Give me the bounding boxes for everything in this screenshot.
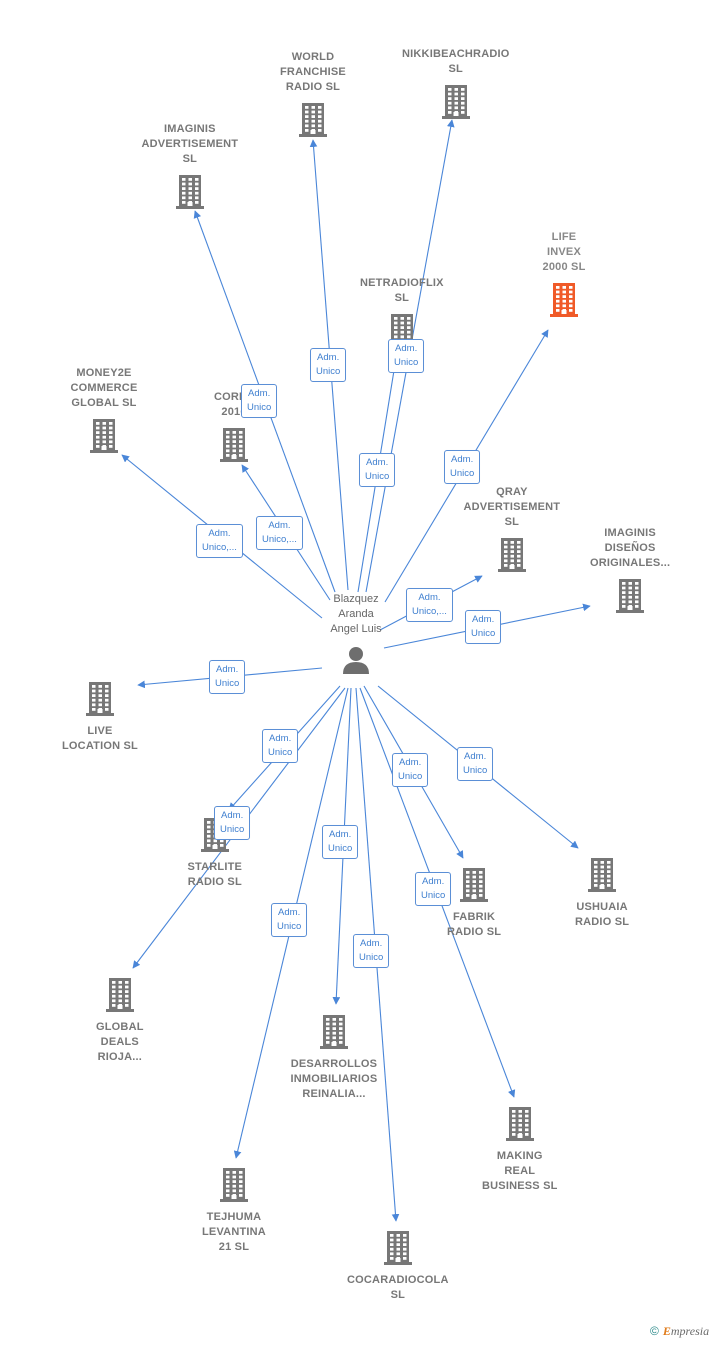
building-icon — [441, 85, 470, 119]
company-label: QRAY ADVERTISEMENT SL — [463, 486, 561, 528]
company-label: DESARROLLOS INMOBILIARIOS REINALIA... — [290, 1058, 378, 1100]
person-node[interactable]: Blazquez Aranda Angel Luis — [316, 592, 396, 675]
relation-tag-imaginis-disenos[interactable]: Adm. Unico — [465, 610, 502, 644]
building-icon — [319, 1015, 348, 1049]
company-label: COCARADIOCOLA SL — [347, 1274, 449, 1301]
relation-tag-money2e-commerce-global[interactable]: Adm. Unico,... — [196, 524, 243, 558]
company-label: FABRIK RADIO SL — [447, 911, 502, 938]
company-label: IMAGINIS DISEÑOS ORIGINALES... — [590, 527, 671, 569]
relation-tag-fabrik-radio[interactable]: Adm. Unico — [392, 753, 429, 787]
relation-tag-desarrollos-inmobiliarios[interactable]: Adm. Unico — [322, 825, 359, 859]
building-icon — [616, 579, 645, 613]
relation-tag-nikkibeachradio[interactable]: Adm. Unico — [388, 339, 425, 373]
company-node-ushuaia-radio[interactable]: USHUAIA RADIO SL — [575, 856, 629, 930]
person-icon — [343, 647, 369, 674]
relation-tag-corkl-2016[interactable]: Adm. Unico,... — [256, 516, 303, 550]
company-label: STARLITE RADIO SL — [187, 861, 243, 888]
building-icon — [588, 858, 617, 892]
relation-tag-global-deals-rioja[interactable]: Adm. Unico — [214, 806, 251, 840]
company-node-desarrollos-inmobiliarios[interactable]: DESARROLLOS INMOBILIARIOS REINALIA... — [291, 1013, 378, 1102]
company-label: NIKKIBEACHRADIO SL — [402, 48, 510, 75]
company-node-life-invex-2000[interactable]: LIFE INVEX 2000 SL — [543, 230, 586, 317]
relation-tag-netradioflix[interactable]: Adm. Unico — [359, 453, 396, 487]
company-node-tejhuma-levantina-21[interactable]: TEJHUMA LEVANTINA 21 SL — [202, 1166, 266, 1255]
company-node-imaginis-advertisement[interactable]: IMAGINIS ADVERTISEMENT SL — [142, 122, 239, 209]
building-icon — [90, 419, 118, 453]
company-label: TEJHUMA LEVANTINA 21 SL — [202, 1211, 266, 1253]
building-icon — [460, 868, 489, 902]
brand-name: mpresia — [670, 1324, 710, 1338]
company-node-making-real-business[interactable]: MAKING REAL BUSINESS SL — [482, 1105, 558, 1194]
relation-tag-qray-advertisement[interactable]: Adm. Unico,... — [406, 588, 453, 622]
company-label: USHUAIA RADIO SL — [575, 901, 630, 928]
relation-tag-ushuaia-radio[interactable]: Adm. Unico — [457, 747, 494, 781]
company-label: NETRADIOFLIX SL — [360, 277, 444, 304]
relation-tag-tejhuma-levantina-21[interactable]: Adm. Unico — [271, 903, 308, 937]
relation-tag-live-location[interactable]: Adm. Unico — [209, 660, 246, 694]
relation-tag-imaginis-advertisement[interactable]: Adm. Unico — [241, 384, 278, 418]
company-node-netradioflix[interactable]: NETRADIOFLIX SL — [360, 276, 444, 348]
relation-tag-cocaradiocola[interactable]: Adm. Unico — [353, 934, 390, 968]
company-label: WORLD FRANCHISE RADIO SL — [280, 51, 346, 93]
footer-brand[interactable]: ©Empresia — [650, 1324, 709, 1339]
company-node-world-franchise-radio[interactable]: WORLD FRANCHISE RADIO SL — [280, 50, 346, 137]
person-name: Blazquez Aranda Angel Luis — [330, 593, 382, 635]
company-node-imaginis-disenos[interactable]: IMAGINIS DISEÑOS ORIGINALES... — [590, 526, 670, 613]
relation-tag-starlite-radio[interactable]: Adm. Unico — [262, 729, 299, 763]
company-label: MAKING REAL BUSINESS SL — [482, 1150, 558, 1192]
company-label: IMAGINIS ADVERTISEMENT SL — [141, 123, 239, 165]
relation-tag-world-franchise-radio[interactable]: Adm. Unico — [310, 348, 347, 382]
company-node-live-location[interactable]: LIVE LOCATION SL — [62, 680, 138, 754]
building-icon — [505, 1107, 534, 1141]
company-node-cocaradiocola[interactable]: COCARADIOCOLA SL — [347, 1229, 449, 1303]
building-icon — [497, 538, 526, 572]
company-node-qray-advertisement[interactable]: QRAY ADVERTISEMENT SL — [464, 485, 561, 572]
company-node-nikkibeachradio[interactable]: NIKKIBEACHRADIO SL — [402, 47, 510, 119]
company-node-money2e-commerce-global[interactable]: MONEY2E COMMERCE GLOBAL SL — [71, 366, 138, 453]
relation-tag-making-real-business[interactable]: Adm. Unico — [415, 872, 452, 906]
building-icon — [85, 682, 114, 716]
brand-initial: E — [662, 1324, 671, 1338]
company-label: MONEY2E COMMERCE GLOBAL SL — [70, 367, 138, 409]
building-icon — [220, 428, 249, 462]
company-label: LIFE INVEX 2000 SL — [542, 231, 586, 273]
building-icon — [219, 1168, 248, 1202]
company-label: GLOBAL DEALS RIOJA... — [96, 1021, 144, 1063]
building-icon — [383, 1231, 412, 1265]
copyright-icon: © — [650, 1324, 659, 1338]
company-node-global-deals-rioja[interactable]: GLOBAL DEALS RIOJA... — [96, 976, 144, 1065]
relation-tag-life-invex-2000[interactable]: Adm. Unico — [444, 450, 481, 484]
building-icon — [175, 175, 204, 209]
building-icon — [105, 978, 134, 1012]
company-node-fabrik-radio[interactable]: FABRIK RADIO SL — [447, 866, 501, 940]
building-icon — [549, 283, 578, 317]
building-icon — [298, 103, 327, 137]
company-label: LIVE LOCATION SL — [62, 725, 138, 752]
